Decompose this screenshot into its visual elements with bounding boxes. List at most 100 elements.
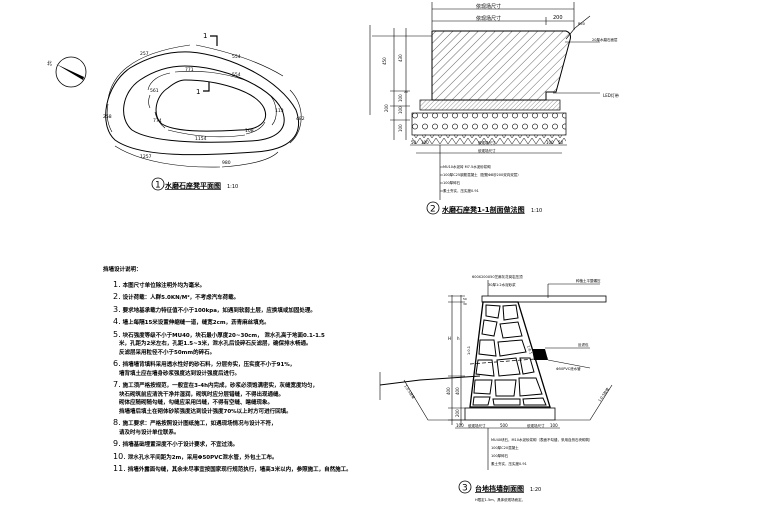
note-continuation: 请及时与设计单位联系。 — [119, 429, 180, 436]
section1-title: 2 水磨石座凳1-1剖面做法图 1:10 — [426, 201, 542, 215]
dim-label: 100 — [398, 94, 403, 102]
plan-dimension-arcs — [106, 44, 302, 168]
dim-label: 108 — [245, 128, 254, 134]
layer-label: MU10水泥砖 M7.5水泥砂浆砌 — [443, 164, 491, 169]
dim-label: 200 — [455, 409, 460, 417]
title-text: 水磨石座凳平面图 — [165, 181, 221, 190]
title-scale: 1:10 — [227, 184, 238, 190]
note-continuation: 墙背填土应在墙身砂浆强度达到设计强度后进行。 — [119, 370, 241, 377]
note-text: 设计荷载：人群5.0KN/M²，不考虑汽车荷载。 — [122, 295, 240, 301]
dim-label: 980 — [222, 160, 231, 166]
dim-label: 100 — [421, 140, 429, 145]
earth-layer — [412, 135, 566, 144]
dim-label: H — [448, 336, 451, 341]
dim-label: 771 — [185, 67, 194, 73]
bench-outer-outline — [105, 51, 300, 156]
dim-label: 774 — [153, 118, 162, 124]
dim-label: 1:0.1 — [526, 345, 533, 355]
note-number: 7. — [113, 380, 121, 389]
dim-label: 50 — [411, 140, 417, 145]
note-item: 2.设计荷载：人群5.0KN/M²，不考虑汽车荷载。 — [113, 293, 333, 302]
section-mark-label: 1 — [196, 88, 200, 96]
dim-label: 400 — [455, 387, 460, 395]
slope-label: 1:0.5放坡 — [403, 384, 417, 400]
dim-label: 50 — [463, 297, 467, 301]
dim-label: 30 — [463, 302, 467, 306]
dim-label: 554 — [232, 54, 241, 60]
title-scale: 1:20 — [530, 487, 541, 493]
dim-label: 依现场尺寸 — [468, 423, 486, 428]
dim-label: 依现场尺寸 — [478, 140, 496, 145]
note-item: 11.挡墙外露面勾缝，其余未尽事宜按国家现行规范执行，墙高3米以内，参照施工，自… — [113, 464, 352, 474]
layer-label: 素土夯实，压实度0.91 — [491, 461, 527, 466]
dim-label: 依现场尺寸 — [478, 148, 496, 153]
plan-view: 北 257 554 482 258 1257 980 771 — [47, 32, 305, 191]
dim-label: 1154 — [195, 136, 207, 142]
section3-title: 3 台地挡墙剖面图 1:20 H限定1.5m，具体依现场而定。 — [458, 480, 541, 502]
note-continuation: 米，孔距为2米左右，孔距1.5~3米，泄水孔后设碎石反滤层，确保排水畅通。 — [119, 341, 312, 347]
dim-label: 450 — [382, 57, 387, 65]
note-continuation: 反滤层采用粒径不小于50mm的碎石。 — [119, 349, 216, 356]
title-number: 3 — [462, 484, 468, 494]
title-number: 2 — [430, 205, 436, 215]
note-item: 4.墙上每隔15米设置伸缩缝一道，缝宽2cm，沥青麻丝填充。 — [113, 318, 333, 327]
layer-label: MU40块石，M10水泥砂浆砌（表面不勾缝，采用自然石块砌筑） — [491, 437, 593, 442]
dim-label: 100 — [546, 140, 554, 145]
dim-label: 20 — [404, 90, 408, 94]
note-item: 8.施工要求：严格按照设计图纸施工，如遇现场情况与设计不符， — [113, 419, 333, 428]
dim-label: 100 — [398, 124, 403, 132]
notes-list: 1.本图尺寸单位除注明外均为毫米。 2.设计荷载：人群5.0KN/M²，不考虑汽车… — [103, 280, 352, 474]
gravel-layer — [411, 112, 567, 136]
note-text: 挡墙基础埋置深度不小于设计要求，不宜过浅。 — [122, 442, 239, 448]
note-text: 挡墙外露面勾缝，其余未尽事宜按国家现行规范执行，墙高3米以内，参照施工，自然施工… — [127, 467, 352, 473]
dim-label: 50 — [558, 140, 564, 145]
layer-label: 100厚C20混凝土 — [491, 445, 519, 450]
note-number: 11. — [113, 464, 126, 473]
layer-label: 素土夯实，压实度0.91 — [443, 188, 479, 193]
note-item: 9.挡墙基础埋置深度不小于设计要求，不宜过浅。 — [113, 440, 333, 449]
dim-label: 482 — [296, 116, 305, 122]
plan-dimension-labels: 257 554 482 258 1257 980 771 554 113 108… — [103, 51, 305, 166]
dim-label: 258 — [103, 114, 112, 120]
note-number: 2. — [113, 292, 121, 301]
note-item: 3.要求地基承载力特征值不小于100kpa，如遇到软弱土层，应换填或加固处理。 — [113, 304, 333, 315]
note-text: 挡墙墙背填料采用透水性好的砂石料，分层夯实，压实度不小于91%， — [122, 362, 296, 368]
dim-label: 500 — [500, 423, 508, 428]
title-footnote: H限定1.5m，具体依现场而定。 — [475, 497, 525, 502]
rubble-stones — [472, 304, 547, 406]
callout-label: 反滤包 — [578, 342, 589, 347]
note-continuation: 块石砌筑前应清洗干净并湿润，砌筑时应分层错缝，不得出现通缝。 — [119, 391, 285, 398]
note-text: 要求地基承载力特征值不小于100kpa，如遇到软弱土层，应换填或加固处理。 — [122, 307, 316, 314]
concrete-layer — [419, 99, 561, 111]
layer-label: 100厚碎石 — [443, 180, 461, 185]
note-item: 10.泄水孔水平间距为2m，采用Φ50PVC泄水管，外包土工布。 — [113, 452, 333, 462]
note-number: 6. — [113, 359, 121, 368]
dim-label: 200 — [384, 104, 389, 112]
plan-title: 1 水磨石座凳平面图 1:10 — [151, 177, 238, 191]
note-item: 1.本图尺寸单位除注明外均为毫米。 — [113, 280, 333, 290]
note-text: 本图尺寸单位除注明外均为毫米。 — [122, 282, 206, 289]
callout-label: 30厚1:2水泥砂浆 — [488, 282, 516, 287]
dim-label: 561 — [150, 88, 159, 94]
title-text: 水磨石座凳1-1剖面做法图 — [442, 205, 525, 214]
note-number: 3. — [113, 304, 121, 314]
title-scale: 1:10 — [531, 208, 542, 214]
note-number: 9. — [113, 439, 121, 448]
note-number: 4. — [113, 317, 121, 326]
notes-heading: 挡墙设计说明： — [103, 267, 142, 273]
dim-label: 257 — [140, 51, 149, 57]
dim-label: 100 — [398, 106, 403, 114]
dim-label: 554 — [232, 72, 241, 78]
design-notes: 挡墙设计说明： 1.本图尺寸单位除注明外均为毫米。 2.设计荷载：人群5.0KN/… — [103, 267, 352, 478]
dim-label: R50 — [578, 22, 585, 26]
note-continuation: 砌体应随砌随勾缝，勾缝应采用凹缝，不得有空缝、瞎缝现象。 — [119, 400, 274, 406]
coping-stone — [481, 295, 607, 303]
note-text: 泄水孔水平间距为2m，采用Φ50PVC泄水管，外包土工布。 — [127, 454, 278, 461]
north-label: 北 — [47, 60, 52, 67]
title-number: 1 — [155, 181, 161, 191]
note-number: 8. — [113, 418, 121, 427]
slope-label: 1:0.5放坡 — [597, 386, 611, 402]
dim-label: 113 — [275, 108, 284, 114]
dim-label: 430 — [398, 54, 403, 62]
bench-section-view: 依现场尺寸 依现场尺寸 200 R50 450 430 200 100 100 … — [369, 2, 619, 215]
